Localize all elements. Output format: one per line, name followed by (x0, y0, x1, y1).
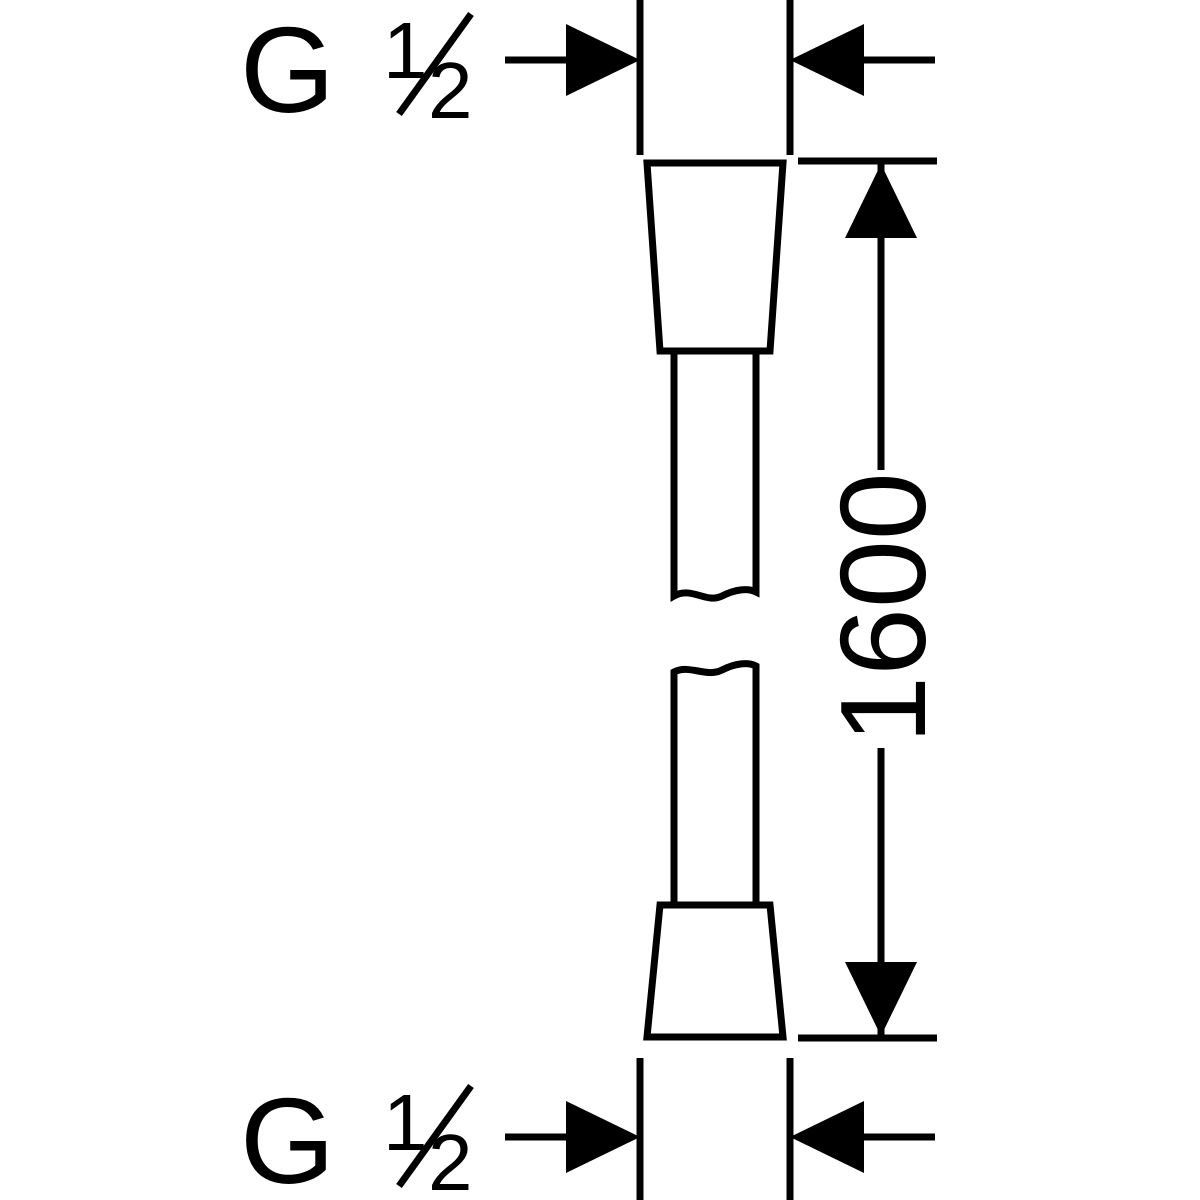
bottom-thread-fraction-denominator: 2 (428, 1118, 473, 1200)
hose-upper-tube (670, 351, 760, 602)
arrowhead-up-icon (845, 164, 917, 238)
arrowhead-down-icon (845, 962, 917, 1036)
hose-top-connector-nut (643, 159, 787, 355)
arrowhead-left-icon (790, 1101, 864, 1173)
top-thread-fraction-slash (396, 11, 474, 117)
bottom-thread-letter: G (240, 1073, 335, 1200)
arrowhead-right-icon (566, 24, 640, 96)
top-thread-fraction-denominator: 2 (428, 46, 473, 135)
arrowhead-left-icon (790, 24, 864, 96)
top-thread-label: G 1 2 (240, 2, 474, 138)
bottom-thread-label: G 1 2 (240, 1073, 474, 1200)
top-width-dimension (505, 0, 935, 155)
hose-bottom-connector-nut (643, 901, 787, 1041)
bottom-width-dimension (505, 1058, 935, 1200)
arrowhead-right-icon (566, 1101, 640, 1173)
bottom-thread-fraction-slash (396, 1083, 474, 1189)
length-value-label: 1600 (815, 472, 951, 743)
hose-lower-tube (670, 660, 760, 905)
length-dimension: 1600 (798, 157, 951, 1042)
shower-hose-outline (643, 159, 787, 1041)
top-thread-letter: G (240, 2, 335, 138)
